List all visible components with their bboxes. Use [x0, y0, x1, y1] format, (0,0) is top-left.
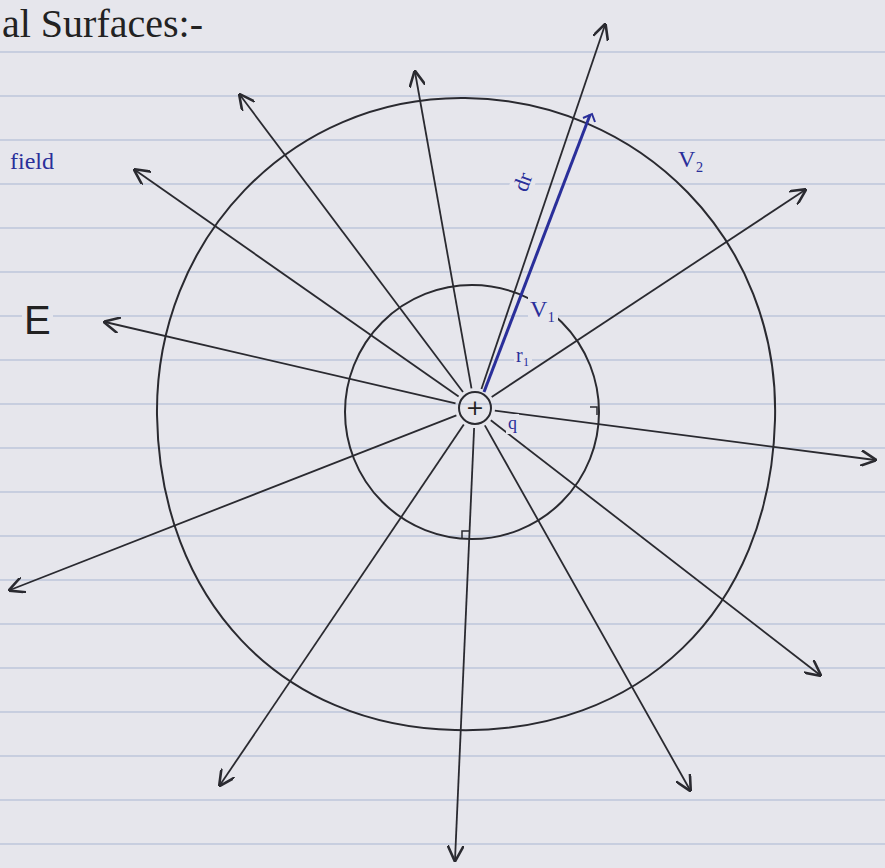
- radius-label: r₁: [514, 344, 532, 366]
- charge-sign: +: [457, 390, 493, 426]
- ruled-line: [0, 360, 885, 361]
- potential-label: V₂: [676, 146, 706, 172]
- outer-equipotential: [157, 98, 775, 730]
- field-line: [491, 420, 820, 675]
- ruled-line: [0, 140, 885, 141]
- field-line: [492, 190, 805, 397]
- right-angle-mark: [583, 114, 595, 122]
- field-line: [10, 415, 456, 590]
- ruled-line: [0, 52, 885, 53]
- field-line: [240, 95, 463, 392]
- field-line: [485, 425, 690, 790]
- ruled-line: [0, 316, 885, 317]
- ruled-line: [0, 272, 885, 273]
- ruled-line: [0, 712, 885, 713]
- inner-equipotential: [345, 285, 599, 539]
- ruled-line: [0, 800, 885, 801]
- field-line: [105, 322, 456, 403]
- ruled-line: [0, 448, 885, 449]
- heading: al Surfaces:-: [0, 2, 205, 46]
- field-symbol: E: [22, 298, 53, 342]
- ruled-line: [0, 404, 885, 405]
- right-angle-mark: [590, 407, 597, 415]
- field-lines: [10, 25, 875, 860]
- ruled-line: [0, 668, 885, 669]
- radial-distance-line: [484, 115, 590, 392]
- field-line: [455, 428, 474, 860]
- ruled-line: [0, 844, 885, 845]
- ruled-lines: [0, 52, 885, 844]
- ruled-line: [0, 580, 885, 581]
- ruled-line: [0, 184, 885, 185]
- field-line: [135, 170, 459, 397]
- potential-label: V₁: [528, 296, 558, 322]
- ruled-line: [0, 756, 885, 757]
- charge-label: q: [506, 414, 519, 434]
- field-line: [495, 411, 875, 460]
- field-label: field: [8, 148, 56, 174]
- right-angle-mark: [462, 531, 469, 538]
- point-charge: +: [457, 390, 493, 426]
- field-line: [220, 425, 464, 785]
- ruled-line: [0, 96, 885, 97]
- ruled-line: [0, 492, 885, 493]
- distance-label: dr: [508, 167, 538, 196]
